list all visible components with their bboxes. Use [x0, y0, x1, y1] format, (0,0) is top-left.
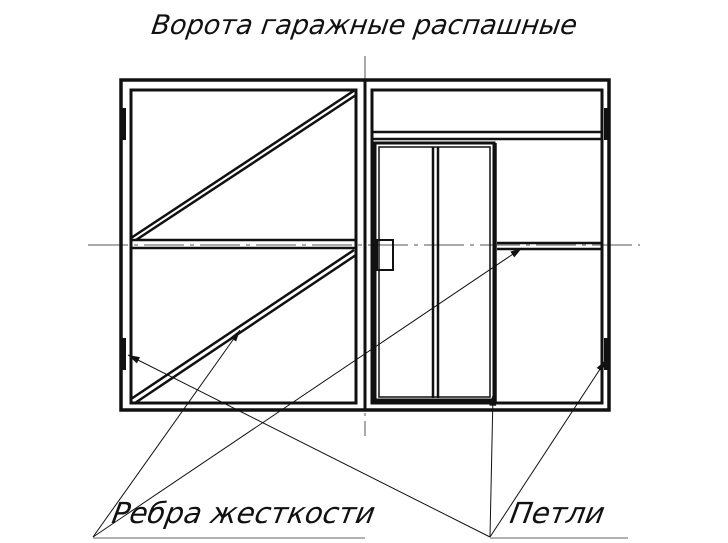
wicket-door: [373, 141, 497, 403]
label-ribs: Ребра жесткости: [110, 496, 378, 530]
hinge-icon: [604, 338, 610, 370]
hinge-icon: [120, 338, 126, 370]
right-leaf: [370, 88, 604, 405]
gate-frame: [119, 78, 611, 412]
leader-lines: [92, 247, 628, 539]
left-leaf: [129, 88, 358, 405]
hinge-icon: [604, 108, 610, 140]
diagonal-rib-upper: [130, 88, 357, 242]
label-hinges: Петли: [508, 496, 608, 530]
door-handle: [376, 239, 394, 271]
drawing-title: Ворота гаражные распашные: [150, 10, 580, 41]
diagonal-rib-lower: [130, 248, 357, 405]
hinges: [120, 108, 610, 370]
hinge-icon: [120, 108, 126, 140]
